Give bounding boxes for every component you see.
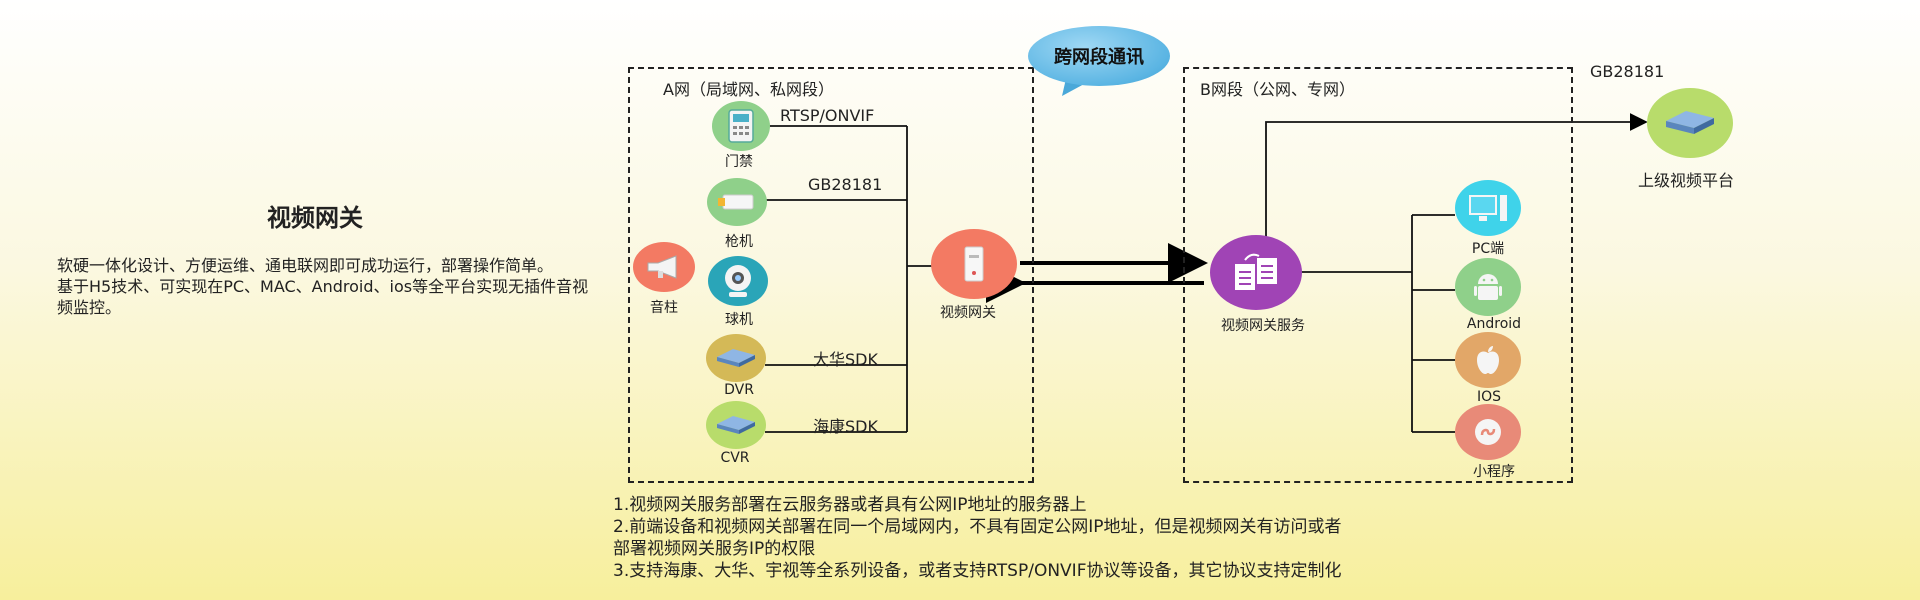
link-label-dahua: 大华SDK	[813, 350, 878, 369]
ios-client-node	[1455, 332, 1521, 388]
megaphone-icon	[647, 255, 677, 279]
apple-icon	[1477, 346, 1499, 374]
zone-b	[1183, 67, 1573, 483]
gateway-service-node	[1210, 235, 1302, 310]
link-label-gb: GB28181	[808, 175, 883, 194]
dome-camera-node	[708, 256, 768, 306]
link-label-hik: 海康SDK	[813, 417, 878, 436]
upper-link-arrow	[1265, 113, 1648, 238]
android-icon	[1474, 274, 1502, 300]
note-line: 2.前端设备和视频网关部署在同一个局域网内，不具有固定公网IP地址，但是视频网关…	[613, 517, 1342, 537]
bullet-camera-icon	[718, 194, 754, 210]
gun-camera-label: 枪机	[725, 234, 753, 250]
description-line: 基于H5技术、可实现在PC、MAC、Android、ios等全平台实现无插件音视…	[57, 277, 589, 317]
server-box-icon	[1666, 111, 1714, 134]
zone-a-label: A网（局域网、私网段）	[663, 80, 834, 99]
mini-program-client-label: 小程序	[1473, 464, 1515, 480]
pc-client-node	[1455, 180, 1521, 236]
gateway-device-icon	[964, 246, 984, 282]
ios-client-label: IOS	[1476, 389, 1502, 405]
pc-client-label: PC端	[1471, 241, 1505, 257]
cross-network-bubble: 跨网段通讯	[1028, 26, 1170, 86]
dvr-node	[706, 334, 766, 382]
android-client-label: Android	[1466, 316, 1522, 332]
zone-a	[628, 67, 1034, 483]
cvr-box-icon	[717, 416, 755, 434]
upper-link-label: GB28181	[1590, 62, 1665, 81]
mini-program-icon	[1475, 419, 1501, 445]
description-line: 软硬一体化设计、方便运维、通电联网即可成功运行，部署操作简单。	[57, 256, 554, 275]
note-line: 1.视频网关服务部署在云服务器或者具有公网IP地址的服务器上	[613, 495, 1087, 515]
access-control-label: 门禁	[725, 154, 753, 170]
dvr-box-icon	[717, 349, 755, 367]
note-line: 部署视频网关服务IP的权限	[613, 539, 816, 559]
gateway-label: 视频网关	[940, 305, 996, 321]
link-label-rtsp: RTSP/ONVIF	[780, 106, 875, 125]
android-client-node	[1455, 258, 1521, 316]
documents-icon	[1235, 253, 1277, 290]
upper-platform-node	[1647, 88, 1733, 158]
dome-camera-icon	[725, 265, 751, 297]
description: 软硬一体化设计、方便运维、通电联网即可成功运行，部署操作简单。 基于H5技术、可…	[57, 255, 597, 318]
mini-program-client-node	[1455, 404, 1521, 460]
gateway-node	[931, 229, 1017, 299]
gateway-service-label: 视频网关服务	[1221, 318, 1305, 334]
speaker-node	[633, 242, 695, 292]
dome-camera-label: 球机	[725, 312, 753, 328]
access-control-node	[712, 101, 770, 151]
gun-camera-node	[707, 178, 767, 226]
notes: 1.视频网关服务部署在云服务器或者具有公网IP地址的服务器上 2.前端设备和视频…	[613, 494, 1713, 582]
dvr-label: DVR	[724, 382, 754, 398]
upper-platform-label: 上级视频平台	[1637, 171, 1735, 190]
pc-monitor-icon	[1469, 195, 1507, 221]
note-line: 3.支持海康、大华、宇视等全系列设备，或者支持RTSP/ONVIF协议等设备，其…	[613, 561, 1342, 581]
keypad-icon	[728, 109, 754, 143]
speaker-label: 音柱	[650, 300, 678, 316]
page-title: 视频网关	[267, 204, 363, 232]
zone-b-label: B网段（公网、专网）	[1200, 80, 1355, 99]
cvr-node	[706, 401, 766, 449]
cvr-label: CVR	[720, 450, 750, 466]
